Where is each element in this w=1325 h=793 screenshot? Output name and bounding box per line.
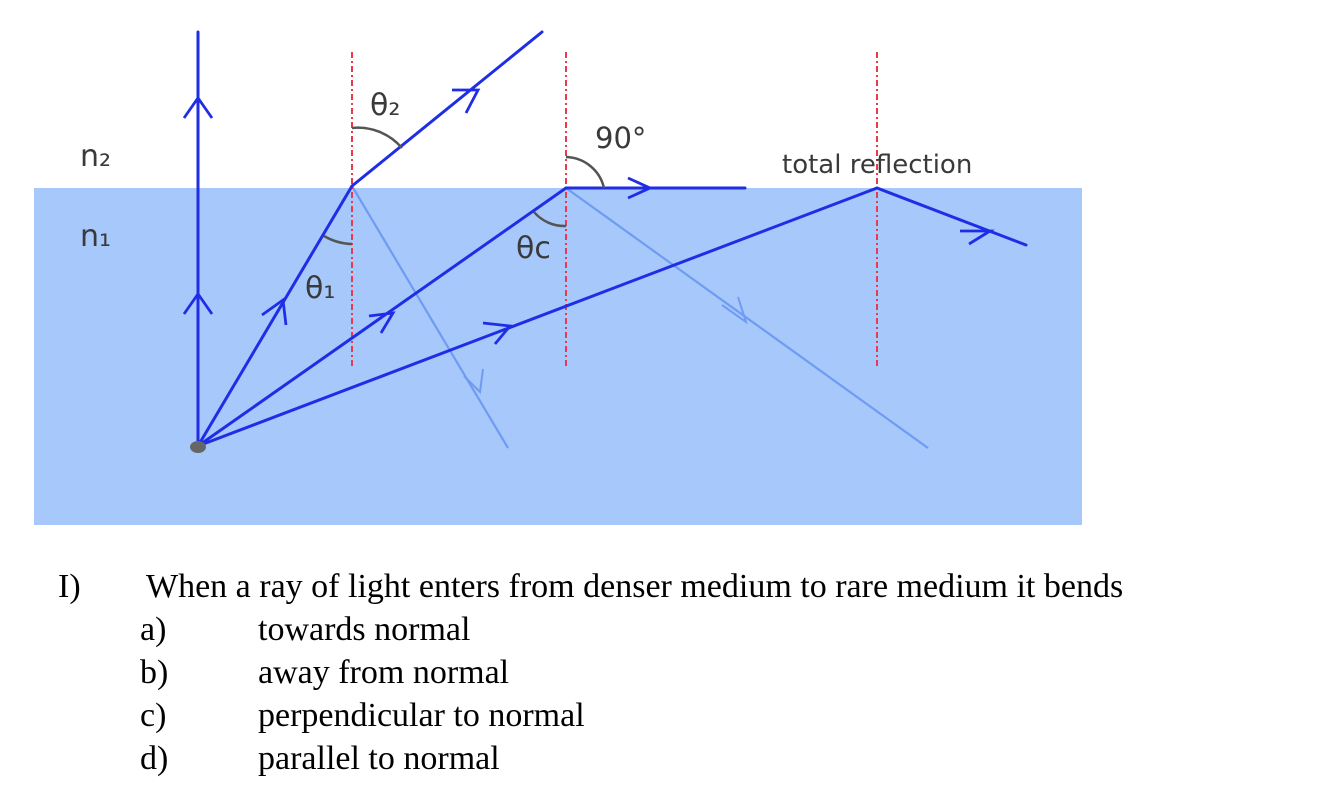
- light-rays: [196, 30, 1028, 448]
- light-source-dot: [190, 441, 206, 453]
- faint-reflected-rays: [351, 185, 929, 449]
- arrow-tir-reflected: [960, 229, 995, 246]
- option-letter: c): [140, 697, 167, 734]
- thetac-arc: [533, 211, 567, 228]
- arrow-incident-1: [261, 297, 288, 326]
- theta2-arc: [351, 126, 403, 149]
- normal-lines: [351, 52, 878, 368]
- option-text: towards normal: [258, 611, 471, 648]
- arrow-critical: [368, 311, 396, 334]
- refraction-diagram: n₂ n₁ θ₂ θ₁ θc 90° total reflection: [34, 30, 1082, 525]
- arrow-vertical-high: [182, 95, 214, 119]
- faint-ray-2: [565, 187, 929, 449]
- arrow-refracted-1: [452, 88, 481, 114]
- arrow-tir-incident: [482, 321, 513, 345]
- option-c: c) perpendicular to normal: [0, 694, 800, 737]
- ninety-degree-label: 90°: [595, 121, 646, 155]
- arrow-vertical-low: [182, 291, 214, 315]
- faint-ray-2-arrow: [721, 296, 748, 325]
- n1-label: n₁: [80, 219, 111, 254]
- option-text: perpendicular to normal: [258, 697, 585, 734]
- faint-ray-1: [351, 185, 509, 449]
- question-number: I): [58, 568, 81, 605]
- denser-medium: [34, 188, 1082, 525]
- thetac-label: θc: [516, 231, 551, 266]
- option-d: d) parallel to normal: [0, 737, 800, 780]
- option-letter: d): [140, 740, 169, 777]
- theta1-arc: [323, 234, 353, 246]
- option-text: parallel to normal: [258, 740, 500, 777]
- faint-ray-1-arrow: [463, 368, 484, 395]
- option-a: a) towards normal: [0, 608, 800, 651]
- angle-arcs: [323, 126, 606, 246]
- critical-incident-ray: [196, 186, 568, 448]
- option-text: away from normal: [258, 654, 510, 691]
- total-reflection-label: total reflection: [782, 150, 972, 180]
- ninety-arc: [565, 155, 606, 189]
- tir-reflected-ray: [875, 186, 1028, 247]
- question-block: I) When a ray of light enters from dense…: [0, 565, 1325, 790]
- option-letter: b): [140, 654, 169, 691]
- refracted-ray-1: [350, 30, 544, 188]
- theta2-label: θ₂: [370, 88, 400, 123]
- arrow-grazing: [627, 176, 654, 200]
- incident-ray-1: [196, 184, 354, 448]
- option-b: b) away from normal: [0, 651, 800, 694]
- tir-incident-ray: [196, 186, 879, 448]
- ray-arrowheads: [182, 88, 995, 345]
- question-text: When a ray of light enters from denser m…: [146, 568, 1124, 605]
- n2-label: n₂: [80, 139, 111, 174]
- theta1-label: θ₁: [305, 271, 335, 306]
- option-letter: a): [140, 611, 167, 648]
